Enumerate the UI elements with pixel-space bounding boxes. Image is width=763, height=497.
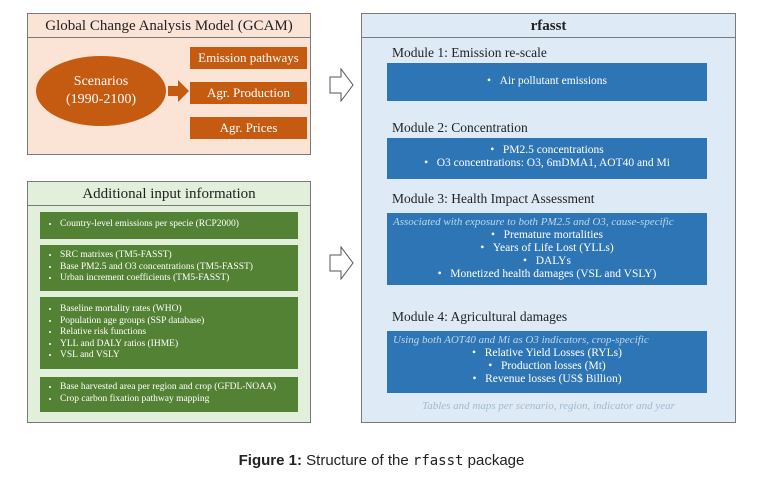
module4-item: • Relative Yield Losses (RYLs) [472, 347, 622, 359]
module2-box: • PM2.5 concentrations • O3 concentratio… [387, 138, 707, 179]
input-item: Crop carbon fixation pathway mapping [60, 394, 292, 406]
module4-title: Module 4: Agricultural damages [392, 309, 568, 324]
input-item: Population age groups (SSP database) [60, 316, 292, 328]
rfasst-footer: Tables and maps per scenario, region, in… [422, 400, 675, 412]
input-item: SRC matrixes (TM5-FASST) [60, 250, 292, 262]
module1-box: • Air pollutant emissions [387, 63, 707, 101]
scenarios-ellipse: Scenarios (1990-2100) [36, 56, 166, 126]
input-item: YLL and DALY ratios (IHME) [60, 339, 292, 351]
module4-box: Using both AOT40 and Mi as O3 indicators… [387, 331, 707, 393]
input-item: Urban increment coefficients (TM5-FASST) [60, 273, 292, 285]
module2-item: • PM2.5 concentrations [490, 144, 604, 156]
caption-text: Structure of the [306, 452, 409, 469]
arrow-right-icon [168, 80, 189, 102]
additional-input-title: Additional input information [28, 182, 310, 206]
rfasst-title: rfasst [362, 14, 735, 38]
module2-title: Module 2: Concentration [392, 120, 528, 135]
module3-item: • Monetized health damages (VSL and VSLY… [437, 268, 657, 280]
output-agr-production: Agr. Production [190, 82, 307, 104]
module3-item: • Premature mortalities [491, 229, 603, 241]
module4-item: • Revenue losses (US$ Billion) [472, 373, 622, 385]
caption-text-end: package [467, 452, 525, 469]
scenarios-years: (1990-2100) [66, 92, 136, 107]
rfasst-panel: rfasst Module 1: Emission re-scale • Air… [361, 13, 736, 423]
additional-input-panel: Additional input information Country-lev… [27, 181, 311, 423]
input-group: Baseline mortality rates (WHO) Populatio… [40, 297, 298, 369]
input-group: Country-level emissions per specie (RCP2… [40, 212, 298, 239]
module1-title: Module 1: Emission re-scale [392, 45, 547, 60]
output-agr-prices: Agr. Prices [190, 117, 307, 139]
gcam-title: Global Change Analysis Model (GCAM) [28, 14, 310, 38]
module3-box: Associated with exposure to both PM2.5 a… [387, 213, 707, 285]
caption-package-name: rfasst [412, 453, 464, 469]
module1-item: • Air pollutant emissions [487, 75, 607, 87]
arrow-right-outline-icon [329, 68, 354, 102]
input-item: Base PM2.5 and O3 concentrations (TM5-FA… [60, 262, 292, 274]
output-emission-pathways: Emission pathways [190, 47, 307, 69]
figure-caption: Figure 1: Structure of the rfasst packag… [0, 452, 763, 469]
module3-title: Module 3: Health Impact Assessment [392, 191, 595, 206]
input-item: Base harvested area per region and crop … [60, 382, 292, 394]
module4-note: Using both AOT40 and Mi as O3 indicators… [393, 334, 649, 346]
input-item: Country-level emissions per specie (RCP2… [60, 219, 292, 231]
figure-label: Figure 1: [238, 452, 302, 469]
scenarios-label: Scenarios [73, 74, 129, 89]
module2-item: • O3 concentrations: O3, 6mDMA1, AOT40 a… [424, 157, 670, 169]
module4-item: • Production losses (Mt) [488, 360, 606, 372]
arrow-right-outline-icon [329, 246, 354, 280]
input-item: Relative risk functions [60, 327, 292, 339]
input-group: Base harvested area per region and crop … [40, 377, 298, 412]
gcam-panel: Global Change Analysis Model (GCAM) Scen… [27, 13, 311, 155]
input-group: SRC matrixes (TM5-FASST) Base PM2.5 and … [40, 245, 298, 291]
module3-item: • Years of Life Lost (YLLs) [480, 242, 614, 254]
input-item: Baseline mortality rates (WHO) [60, 304, 292, 316]
module3-item: • DALYs [523, 255, 571, 267]
input-item: VSL and VSLY [60, 350, 292, 362]
module3-note: Associated with exposure to both PM2.5 a… [393, 216, 674, 228]
